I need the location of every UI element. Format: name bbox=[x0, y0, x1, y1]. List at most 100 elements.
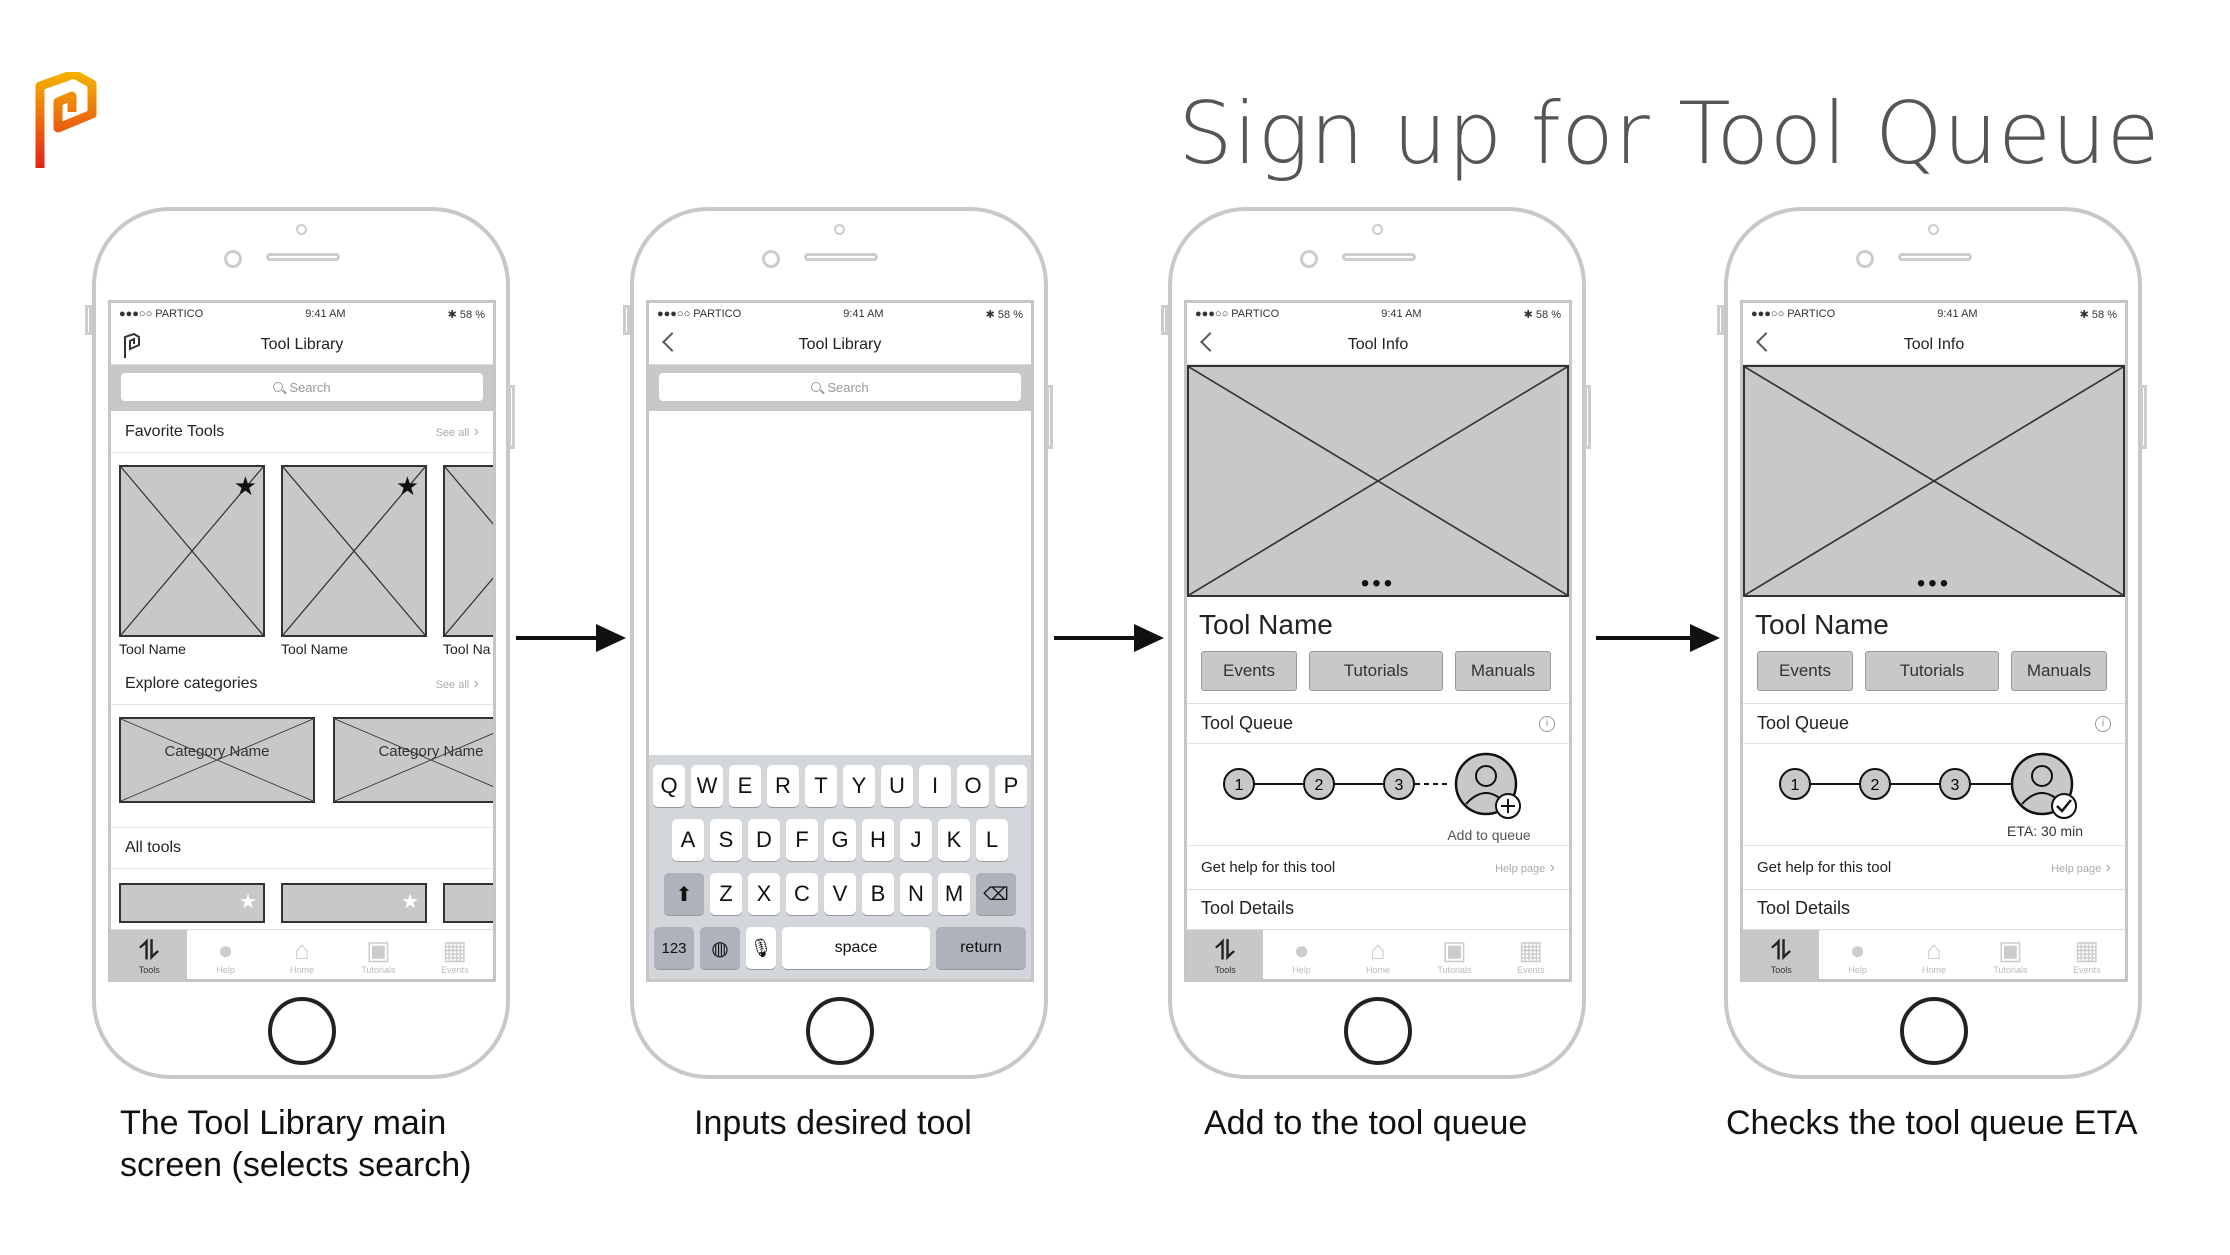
space-key[interactable]: space bbox=[782, 927, 930, 969]
key-o[interactable]: O bbox=[957, 765, 989, 807]
key-u[interactable]: U bbox=[881, 765, 913, 807]
search-input[interactable]: Search bbox=[121, 373, 483, 401]
star-icon[interactable]: ★ bbox=[233, 471, 257, 501]
search-input[interactable]: Search bbox=[659, 373, 1021, 401]
tool-details-header: Tool Details bbox=[1757, 898, 1851, 918]
key-y[interactable]: Y bbox=[843, 765, 875, 807]
key-s[interactable]: S bbox=[710, 819, 742, 861]
tutorials-button[interactable]: Tutorials bbox=[1309, 651, 1443, 691]
events-button[interactable]: Events bbox=[1201, 651, 1297, 691]
tab-tools[interactable]: ⥮Tools bbox=[1187, 930, 1264, 979]
pager-dots[interactable]: ••• bbox=[1360, 570, 1396, 597]
back-chevron-icon[interactable] bbox=[1200, 332, 1220, 352]
key-d[interactable]: D bbox=[748, 819, 780, 861]
key-l[interactable]: L bbox=[976, 819, 1008, 861]
tab-tools[interactable]: ⥮Tools bbox=[111, 930, 188, 979]
tab-help[interactable]: ●Help bbox=[187, 930, 263, 979]
tool-tile[interactable]: Tool Na bbox=[443, 465, 493, 657]
tab-tools[interactable]: ⥮Tools bbox=[1743, 930, 1820, 979]
key-b[interactable]: B bbox=[862, 873, 894, 915]
home-button[interactable] bbox=[268, 997, 336, 1065]
queue-header: Tool Queue i bbox=[1743, 704, 2125, 744]
key-t[interactable]: T bbox=[805, 765, 837, 807]
tab-home[interactable]: ⌂Home bbox=[1340, 930, 1416, 979]
queue-position: 3 bbox=[1951, 777, 1960, 794]
camera bbox=[834, 224, 845, 235]
battery: ✱ 58 % bbox=[447, 308, 485, 321]
category-tile[interactable]: Category Name bbox=[333, 717, 493, 803]
search-bar: Search bbox=[649, 365, 1031, 411]
home-button[interactable] bbox=[1344, 997, 1412, 1065]
manuals-button[interactable]: Manuals bbox=[2011, 651, 2107, 691]
tab-events[interactable]: ▦Events bbox=[417, 930, 493, 979]
key-x[interactable]: X bbox=[748, 873, 780, 915]
key-r[interactable]: R bbox=[767, 765, 799, 807]
key-c[interactable]: C bbox=[786, 873, 818, 915]
tool-tile[interactable] bbox=[443, 883, 493, 923]
image-placeholder: ★ bbox=[281, 465, 427, 637]
shift-icon[interactable]: ⬆ bbox=[664, 873, 704, 915]
tab-help[interactable]: ●Help bbox=[1819, 930, 1895, 979]
tool-tile[interactable]: ★ Tool Name bbox=[119, 465, 265, 657]
tab-home[interactable]: ⌂Home bbox=[1896, 930, 1972, 979]
help-icon: ● bbox=[1849, 934, 1866, 965]
help-page-link[interactable]: Help page bbox=[2051, 859, 2111, 877]
back-chevron-icon[interactable] bbox=[1756, 332, 1776, 352]
help-row[interactable]: Get help for this tool Help page bbox=[1743, 846, 2125, 890]
help-label: Get help for this tool bbox=[1757, 859, 1892, 876]
key-k[interactable]: K bbox=[938, 819, 970, 861]
numbers-key[interactable]: 123 bbox=[654, 927, 694, 969]
key-i[interactable]: I bbox=[919, 765, 951, 807]
key-g[interactable]: G bbox=[824, 819, 856, 861]
add-to-queue-button[interactable] bbox=[1455, 752, 1521, 818]
key-w[interactable]: W bbox=[691, 765, 723, 807]
return-key[interactable]: return bbox=[936, 927, 1026, 969]
tab-events[interactable]: ▦Events bbox=[1493, 930, 1569, 979]
tab-help[interactable]: ●Help bbox=[1263, 930, 1339, 979]
key-m[interactable]: M bbox=[938, 873, 970, 915]
tool-tile[interactable]: ★ Tool Name bbox=[281, 465, 427, 657]
key-p[interactable]: P bbox=[995, 765, 1027, 807]
tool-image-carousel[interactable]: ••• bbox=[1187, 365, 1569, 597]
key-q[interactable]: Q bbox=[653, 765, 685, 807]
tool-image-carousel[interactable]: ••• bbox=[1743, 365, 2125, 597]
events-button[interactable]: Events bbox=[1757, 651, 1853, 691]
key-n[interactable]: N bbox=[900, 873, 932, 915]
pager-dots[interactable]: ••• bbox=[1916, 570, 1952, 597]
star-icon[interactable]: ★ bbox=[239, 891, 257, 913]
key-f[interactable]: F bbox=[786, 819, 818, 861]
info-icon[interactable]: i bbox=[2095, 715, 2111, 732]
key-e[interactable]: E bbox=[729, 765, 761, 807]
globe-icon[interactable]: ◍ bbox=[700, 927, 740, 969]
backspace-icon[interactable]: ⌫ bbox=[976, 873, 1016, 915]
flow-arrow bbox=[516, 624, 626, 652]
queue-position: 2 bbox=[1871, 777, 1880, 794]
tab-tutorials[interactable]: ▣Tutorials bbox=[340, 930, 416, 979]
help-row[interactable]: Get help for this tool Help page bbox=[1187, 846, 1569, 890]
home-button[interactable] bbox=[806, 997, 874, 1065]
star-icon[interactable]: ★ bbox=[395, 471, 419, 501]
home-button[interactable] bbox=[1900, 997, 1968, 1065]
tutorials-button[interactable]: Tutorials bbox=[1865, 651, 1999, 691]
microphone-icon[interactable]: 🎙 bbox=[746, 927, 776, 969]
search-placeholder: Search bbox=[289, 379, 331, 395]
key-z[interactable]: Z bbox=[710, 873, 742, 915]
see-all-link[interactable]: See all bbox=[436, 423, 479, 441]
tab-home[interactable]: ⌂Home bbox=[264, 930, 340, 979]
key-h[interactable]: H bbox=[862, 819, 894, 861]
tab-tutorials[interactable]: ▣Tutorials bbox=[1972, 930, 2048, 979]
see-all-link[interactable]: See all bbox=[436, 675, 479, 693]
category-tile[interactable]: Category Name bbox=[119, 717, 315, 803]
tool-tile[interactable]: ★ bbox=[281, 883, 427, 923]
key-v[interactable]: V bbox=[824, 873, 856, 915]
star-icon[interactable]: ★ bbox=[401, 891, 419, 913]
back-chevron-icon[interactable] bbox=[662, 332, 682, 352]
info-icon[interactable]: i bbox=[1539, 715, 1555, 732]
key-a[interactable]: A bbox=[672, 819, 704, 861]
tab-tutorials[interactable]: ▣Tutorials bbox=[1416, 930, 1492, 979]
tab-events[interactable]: ▦Events bbox=[2049, 930, 2125, 979]
key-j[interactable]: J bbox=[900, 819, 932, 861]
manuals-button[interactable]: Manuals bbox=[1455, 651, 1551, 691]
tool-tile[interactable]: ★ bbox=[119, 883, 265, 923]
help-page-link[interactable]: Help page bbox=[1495, 859, 1555, 877]
